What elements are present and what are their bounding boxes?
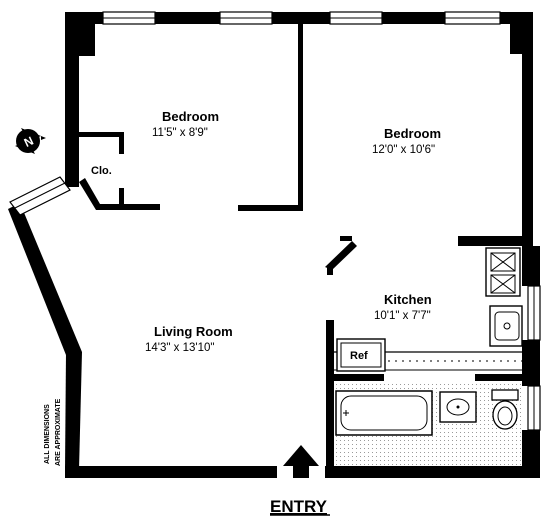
note-line-2: ARE APPROXIMATE (55, 398, 62, 466)
room-dimensions: 10'1" x 7'7" (374, 310, 431, 322)
kitchen: Kitchen 10'1" x 7'7" (374, 292, 432, 322)
living-room: Living Room 14'3" x 13'10" (145, 324, 233, 354)
entry-label: ENTRY (270, 497, 328, 516)
window (9, 176, 71, 216)
bedroom-right: Bedroom 12'0" x 10'6" (372, 126, 441, 156)
refrigerator-label: Ref (350, 350, 368, 362)
bathtub (335, 390, 433, 436)
toilet (491, 389, 519, 430)
bathroom (334, 381, 522, 466)
room-name: Kitchen (384, 292, 432, 307)
refrigerator: Ref (336, 338, 386, 372)
kitchen-sink (489, 305, 523, 347)
room-dimensions: 12'0" x 10'6" (372, 144, 435, 156)
room-dimensions: 14'3" x 13'10" (145, 342, 214, 354)
stove (485, 247, 521, 297)
window (219, 11, 273, 25)
window (444, 11, 501, 25)
bedroom-left: Bedroom 11'5" x 8'9" (152, 109, 219, 139)
entry-arrow (283, 445, 319, 478)
dimensions-note: ALL DIMENSIONS ARE APPROXIMATE (44, 398, 62, 466)
window (102, 11, 156, 25)
closet: Clo. (91, 165, 112, 177)
room-name: Bedroom (384, 126, 441, 141)
note-line-1: ALL DIMENSIONS (44, 404, 51, 464)
exterior-walls (8, 12, 540, 478)
room-name: Bedroom (162, 109, 219, 124)
bathroom-sink (439, 391, 477, 423)
window (527, 385, 541, 431)
compass: N (15, 128, 46, 154)
room-dimensions: 11'5" x 8'9" (152, 127, 208, 139)
room-name: Living Room (154, 324, 233, 339)
windows (9, 11, 541, 431)
window (527, 285, 541, 341)
window (329, 11, 383, 25)
room-name: Clo. (91, 165, 112, 177)
